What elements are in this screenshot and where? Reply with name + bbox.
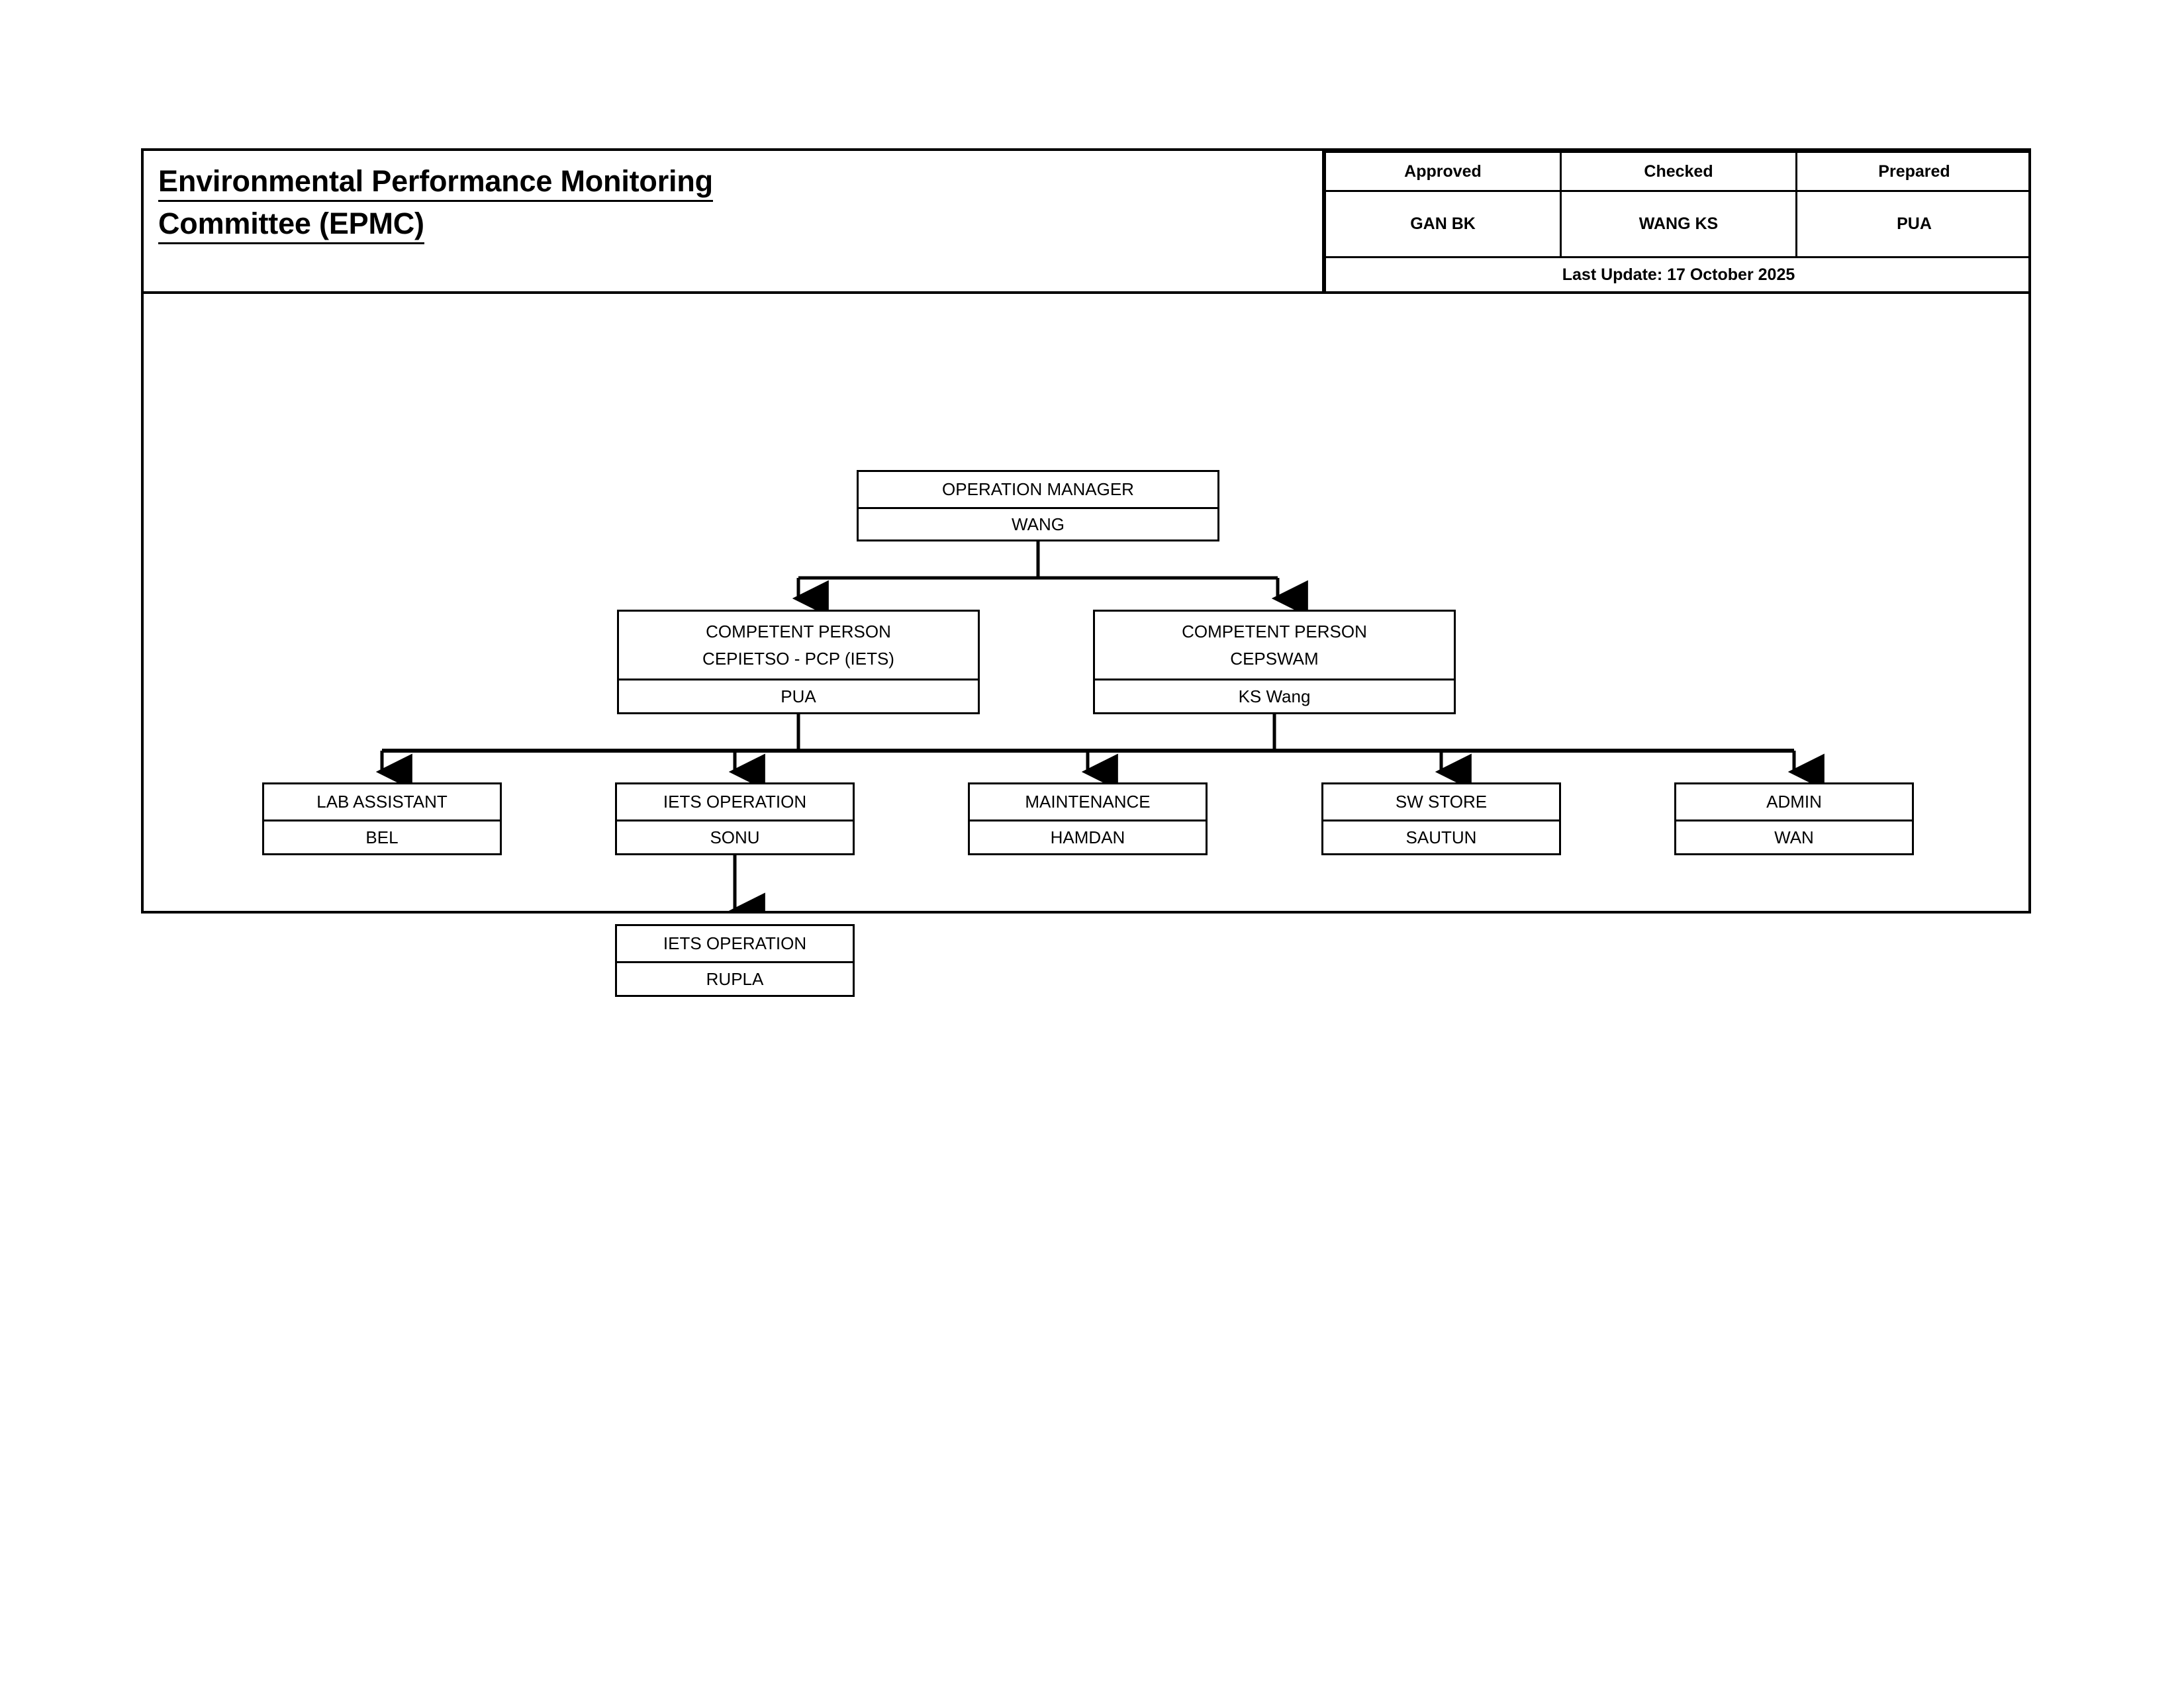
org-node-person: KS Wang	[1238, 686, 1311, 706]
org-node-person: SAUTUN	[1405, 827, 1477, 847]
org-node-admin[interactable]: ADMIN WAN	[1674, 782, 1914, 855]
approval-header-row: Approved Checked Prepared	[1324, 151, 2031, 192]
approval-table: Approved Checked Prepared GAN BK WANG KS…	[1324, 151, 2031, 291]
org-node-maintenance[interactable]: MAINTENANCE HAMDAN	[968, 782, 1208, 855]
org-node-role-line-1: COMPETENT PERSON	[706, 622, 891, 642]
org-node-competent-person-swam[interactable]: COMPETENT PERSON CEPSWAM KS Wang	[1093, 610, 1456, 714]
org-node-role-line-1: OPERATION MANAGER	[942, 479, 1134, 500]
page-title-line-1: Environmental Performance Monitoring	[158, 160, 1322, 203]
org-node-lab-assistant[interactable]: LAB ASSISTANT BEL	[262, 782, 502, 855]
org-chart: OPERATION MANAGER WANG COMPETENT PERSON …	[144, 294, 2028, 997]
org-node-person: SONU	[710, 827, 760, 847]
org-node-person: WANG	[1012, 514, 1065, 534]
org-node-role-line-1: LAB ASSISTANT	[316, 792, 448, 812]
approval-name-checked: WANG KS	[1560, 192, 1795, 258]
org-node-role-line-1: IETS OPERATION	[663, 933, 807, 954]
org-node-competent-person-iets[interactable]: COMPETENT PERSON CEPIETSO - PCP (IETS) P…	[617, 610, 980, 714]
org-node-role-line-1: ADMIN	[1766, 792, 1822, 812]
org-node-role: MAINTENANCE	[970, 784, 1206, 821]
org-node-role-line-1: MAINTENANCE	[1025, 792, 1151, 812]
org-node-role: COMPETENT PERSON CEPSWAM	[1095, 612, 1454, 680]
org-node-role: COMPETENT PERSON CEPIETSO - PCP (IETS)	[619, 612, 978, 680]
org-node-role-line-1: IETS OPERATION	[663, 792, 807, 812]
last-update-label: Last Update: 17 October 2025	[1324, 258, 2031, 291]
org-node-operation-manager[interactable]: OPERATION MANAGER WANG	[857, 470, 1219, 541]
org-node-iets-operation-sonu[interactable]: IETS OPERATION SONU	[615, 782, 855, 855]
page-title-line-2: Committee (EPMC)	[158, 203, 1322, 245]
org-node-role: SW STORE	[1323, 784, 1559, 821]
org-node-iets-operation-rupla[interactable]: IETS OPERATION RUPLA	[615, 924, 855, 997]
org-node-role: IETS OPERATION	[617, 926, 853, 963]
org-node-role: IETS OPERATION	[617, 784, 853, 821]
org-node-role-line-2: CEPSWAM	[1230, 648, 1319, 669]
org-node-role-line-2: CEPIETSO - PCP (IETS)	[702, 648, 894, 669]
approval-header-prepared: Prepared	[1795, 151, 2031, 192]
org-node-person: HAMDAN	[1050, 827, 1125, 847]
page-title: Environmental Performance Monitoring Com…	[144, 151, 1324, 291]
approval-name-approved: GAN BK	[1324, 192, 1560, 258]
approval-last-update-row: Last Update: 17 October 2025	[1324, 258, 2031, 291]
org-node-person: PUA	[781, 686, 816, 706]
org-node-role-line-1: SW STORE	[1395, 792, 1488, 812]
org-node-role: LAB ASSISTANT	[264, 784, 500, 821]
approval-header-approved: Approved	[1324, 151, 1560, 192]
document-frame: Environmental Performance Monitoring Com…	[141, 148, 2031, 997]
org-node-person: RUPLA	[706, 968, 764, 989]
document-header: Environmental Performance Monitoring Com…	[144, 151, 2031, 294]
org-node-role-line-1: COMPETENT PERSON	[1182, 622, 1367, 642]
org-node-person: WAN	[1774, 827, 1814, 847]
approval-name-prepared: PUA	[1795, 192, 2031, 258]
org-node-role: ADMIN	[1676, 784, 1912, 821]
org-node-sw-store[interactable]: SW STORE SAUTUN	[1321, 782, 1561, 855]
org-node-role: OPERATION MANAGER	[859, 472, 1217, 509]
approval-names-row: GAN BK WANG KS PUA	[1324, 192, 2031, 258]
org-node-person: BEL	[365, 827, 399, 847]
approval-header-checked: Checked	[1560, 151, 1795, 192]
